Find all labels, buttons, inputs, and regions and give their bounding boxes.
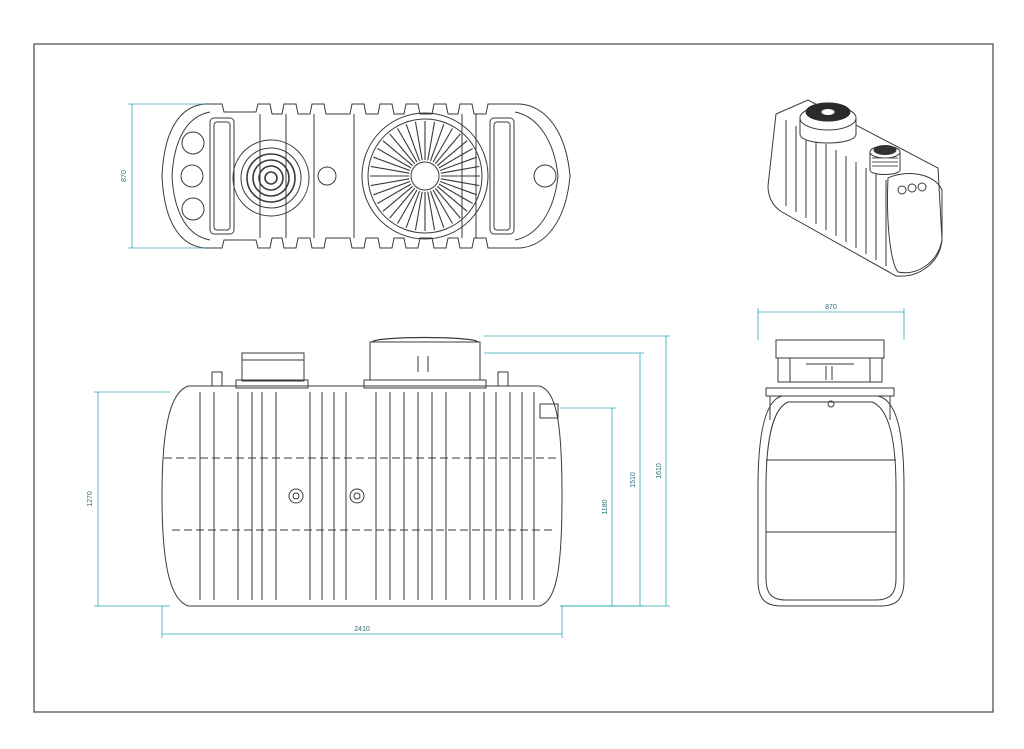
lid-rib bbox=[427, 121, 436, 161]
front-view-outlet-height-label: 1510 bbox=[630, 472, 637, 488]
lid-rib bbox=[440, 178, 480, 187]
large-riser bbox=[369, 341, 481, 381]
end-port-2 bbox=[180, 164, 204, 188]
lid-rib bbox=[370, 165, 410, 174]
front-view-dimensions bbox=[94, 335, 670, 638]
end-port-right bbox=[533, 164, 557, 188]
lid-rib bbox=[373, 156, 411, 172]
lid-rib bbox=[432, 189, 453, 224]
lid-rib bbox=[427, 191, 436, 231]
lid-rib bbox=[414, 191, 423, 231]
end-port-1 bbox=[181, 131, 205, 155]
lid-rib bbox=[440, 165, 480, 174]
right-bracket-inner bbox=[493, 121, 511, 231]
front-view-ribs bbox=[199, 392, 535, 600]
lid-rib bbox=[434, 187, 461, 219]
lid-rib bbox=[434, 133, 461, 165]
sheet-frame bbox=[33, 43, 994, 713]
front-view-body-outline bbox=[161, 385, 563, 607]
lid-rib bbox=[438, 148, 473, 169]
lid-rib bbox=[439, 156, 477, 172]
top-view bbox=[161, 103, 571, 249]
iso-end-face bbox=[887, 173, 943, 274]
side-view-body-outline bbox=[757, 395, 905, 607]
lid-rib bbox=[429, 190, 445, 228]
lid-rib bbox=[370, 178, 410, 187]
side-view-width-dimension bbox=[757, 308, 905, 340]
side-view bbox=[757, 339, 905, 607]
top-view-inner-outline bbox=[171, 111, 559, 241]
left-bracket-inner bbox=[213, 121, 231, 231]
front-view bbox=[161, 336, 563, 607]
iso-large-lid bbox=[799, 102, 857, 144]
lid-rib bbox=[439, 180, 477, 196]
front-view-total-height-label: 1610 bbox=[656, 463, 663, 479]
lid-rib bbox=[429, 124, 445, 162]
left-bracket bbox=[209, 117, 235, 235]
side-view-lid bbox=[775, 339, 885, 359]
lid-rib bbox=[389, 187, 416, 219]
lid-rib bbox=[377, 183, 412, 204]
front-view-end-box bbox=[539, 403, 559, 419]
small-access-lid bbox=[232, 139, 310, 217]
end-port-3 bbox=[181, 197, 205, 221]
lid-rib bbox=[405, 124, 421, 162]
lid-rib bbox=[414, 121, 423, 161]
iso-small-lid bbox=[869, 145, 901, 175]
lid-rib bbox=[377, 148, 412, 169]
front-view-body-height-label: 1270 bbox=[87, 491, 94, 507]
lid-rib bbox=[382, 140, 414, 167]
isometric-view bbox=[767, 99, 943, 277]
side-view-width-label: 870 bbox=[825, 304, 837, 311]
large-filter-lid bbox=[361, 112, 489, 240]
lid-rib bbox=[397, 189, 418, 224]
vent-circle bbox=[317, 166, 337, 186]
lid-rib bbox=[436, 140, 468, 167]
lid-rib bbox=[389, 133, 416, 165]
front-view-length-label: 2410 bbox=[354, 626, 370, 633]
side-view-inner-outline bbox=[765, 401, 897, 601]
lid-rib bbox=[382, 185, 414, 212]
top-view-width-dimension: 870 bbox=[121, 103, 205, 249]
top-view-width-label: 870 bbox=[121, 170, 128, 182]
lid-rib bbox=[397, 128, 418, 163]
iso-ribs bbox=[785, 120, 887, 266]
lid-rib bbox=[405, 190, 421, 228]
fitting-2 bbox=[349, 488, 365, 504]
front-view-inlet-height-label: 1180 bbox=[602, 499, 609, 514]
fitting-1 bbox=[288, 488, 304, 504]
lid-radial-ribs bbox=[370, 121, 480, 231]
lid-rib bbox=[373, 180, 411, 196]
right-bracket bbox=[489, 117, 515, 235]
small-riser bbox=[241, 352, 305, 382]
lid-rib bbox=[432, 128, 453, 163]
top-view-outline bbox=[161, 103, 571, 249]
lid-rib bbox=[438, 183, 473, 204]
lid-rib bbox=[436, 185, 468, 212]
